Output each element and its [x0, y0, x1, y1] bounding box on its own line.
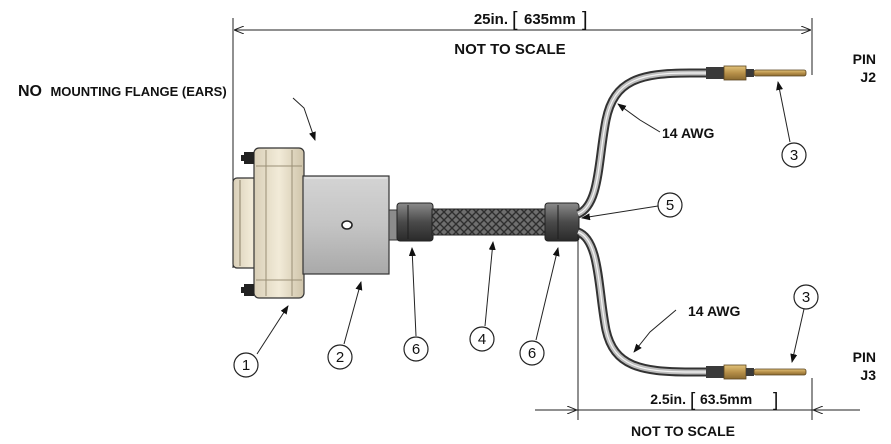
pin-top-ref: J2 [860, 69, 876, 85]
awg-upper-label: 14 AWG [662, 125, 714, 141]
breakout-bracket-open: [ [690, 390, 696, 411]
backshell [302, 175, 404, 275]
balloon-6-left-text: 6 [412, 341, 420, 358]
balloon-6-right-text: 6 [528, 345, 536, 362]
flange-note-rest: MOUNTING FLANGE (EARS) [50, 84, 226, 99]
overall-dimension: 25in. [ 635mm ] NOT TO SCALE [232, 9, 813, 268]
flange-note-no: NO [18, 83, 42, 100]
breakout-bracket-close: ] [773, 390, 778, 411]
pin-bottom-ref: J3 [860, 367, 876, 383]
balloon-3-bottom-text: 3 [802, 289, 810, 306]
breakout-dimension: 2.5in. [ 63.5mm ] NOT TO SCALE [535, 234, 860, 439]
overall-not-to-scale: NOT TO SCALE [454, 41, 565, 58]
balloon-3-top-text: 3 [790, 147, 798, 164]
balloon-5-text: 5 [666, 197, 674, 214]
balloon-1: 1 [233, 305, 289, 378]
balloon-5: 5 [581, 192, 683, 221]
awg-lower-label: 14 AWG [688, 303, 740, 319]
breakout-not-to-scale: NOT TO SCALE [631, 423, 735, 439]
wire-upper [575, 68, 720, 219]
breakout-length-in: 2.5in. [650, 391, 686, 407]
overall-length-mm: 635mm [524, 11, 576, 28]
balloon-4-text: 4 [478, 331, 486, 348]
pin-bottom-label: PIN [853, 349, 876, 365]
contact-pin-bottom [706, 364, 807, 380]
awg-upper-callout: 14 AWG [617, 103, 714, 141]
flange-note: NO MOUNTING FLANGE (EARS) [18, 83, 316, 141]
balloon-2-text: 2 [336, 349, 344, 366]
balloon-3-bottom: 3 [790, 284, 819, 363]
balloon-3-top: 3 [776, 81, 807, 168]
breakout-length-mm: 63.5mm [700, 391, 752, 407]
wire-lower [575, 227, 720, 377]
bracket-close: ] [582, 9, 588, 31]
splice-sleeve [544, 202, 580, 242]
d-sub-connector [232, 147, 305, 299]
contact-pin-top [706, 65, 807, 81]
balloon-4: 4 [469, 241, 496, 352]
bracket-open: [ [512, 9, 518, 31]
balloon-6-right: 6 [519, 247, 560, 366]
balloon-2: 2 [327, 281, 363, 370]
awg-lower-callout: 14 AWG [633, 303, 740, 353]
sleeve-left [396, 202, 434, 242]
balloon-6-left: 6 [403, 247, 429, 362]
braided-shield [431, 208, 551, 236]
pin-top-label: PIN [853, 51, 876, 67]
overall-length-in: 25in. [474, 11, 508, 28]
flange-note-text: NO MOUNTING FLANGE (EARS) [18, 83, 227, 100]
balloon-1-text: 1 [242, 357, 250, 374]
